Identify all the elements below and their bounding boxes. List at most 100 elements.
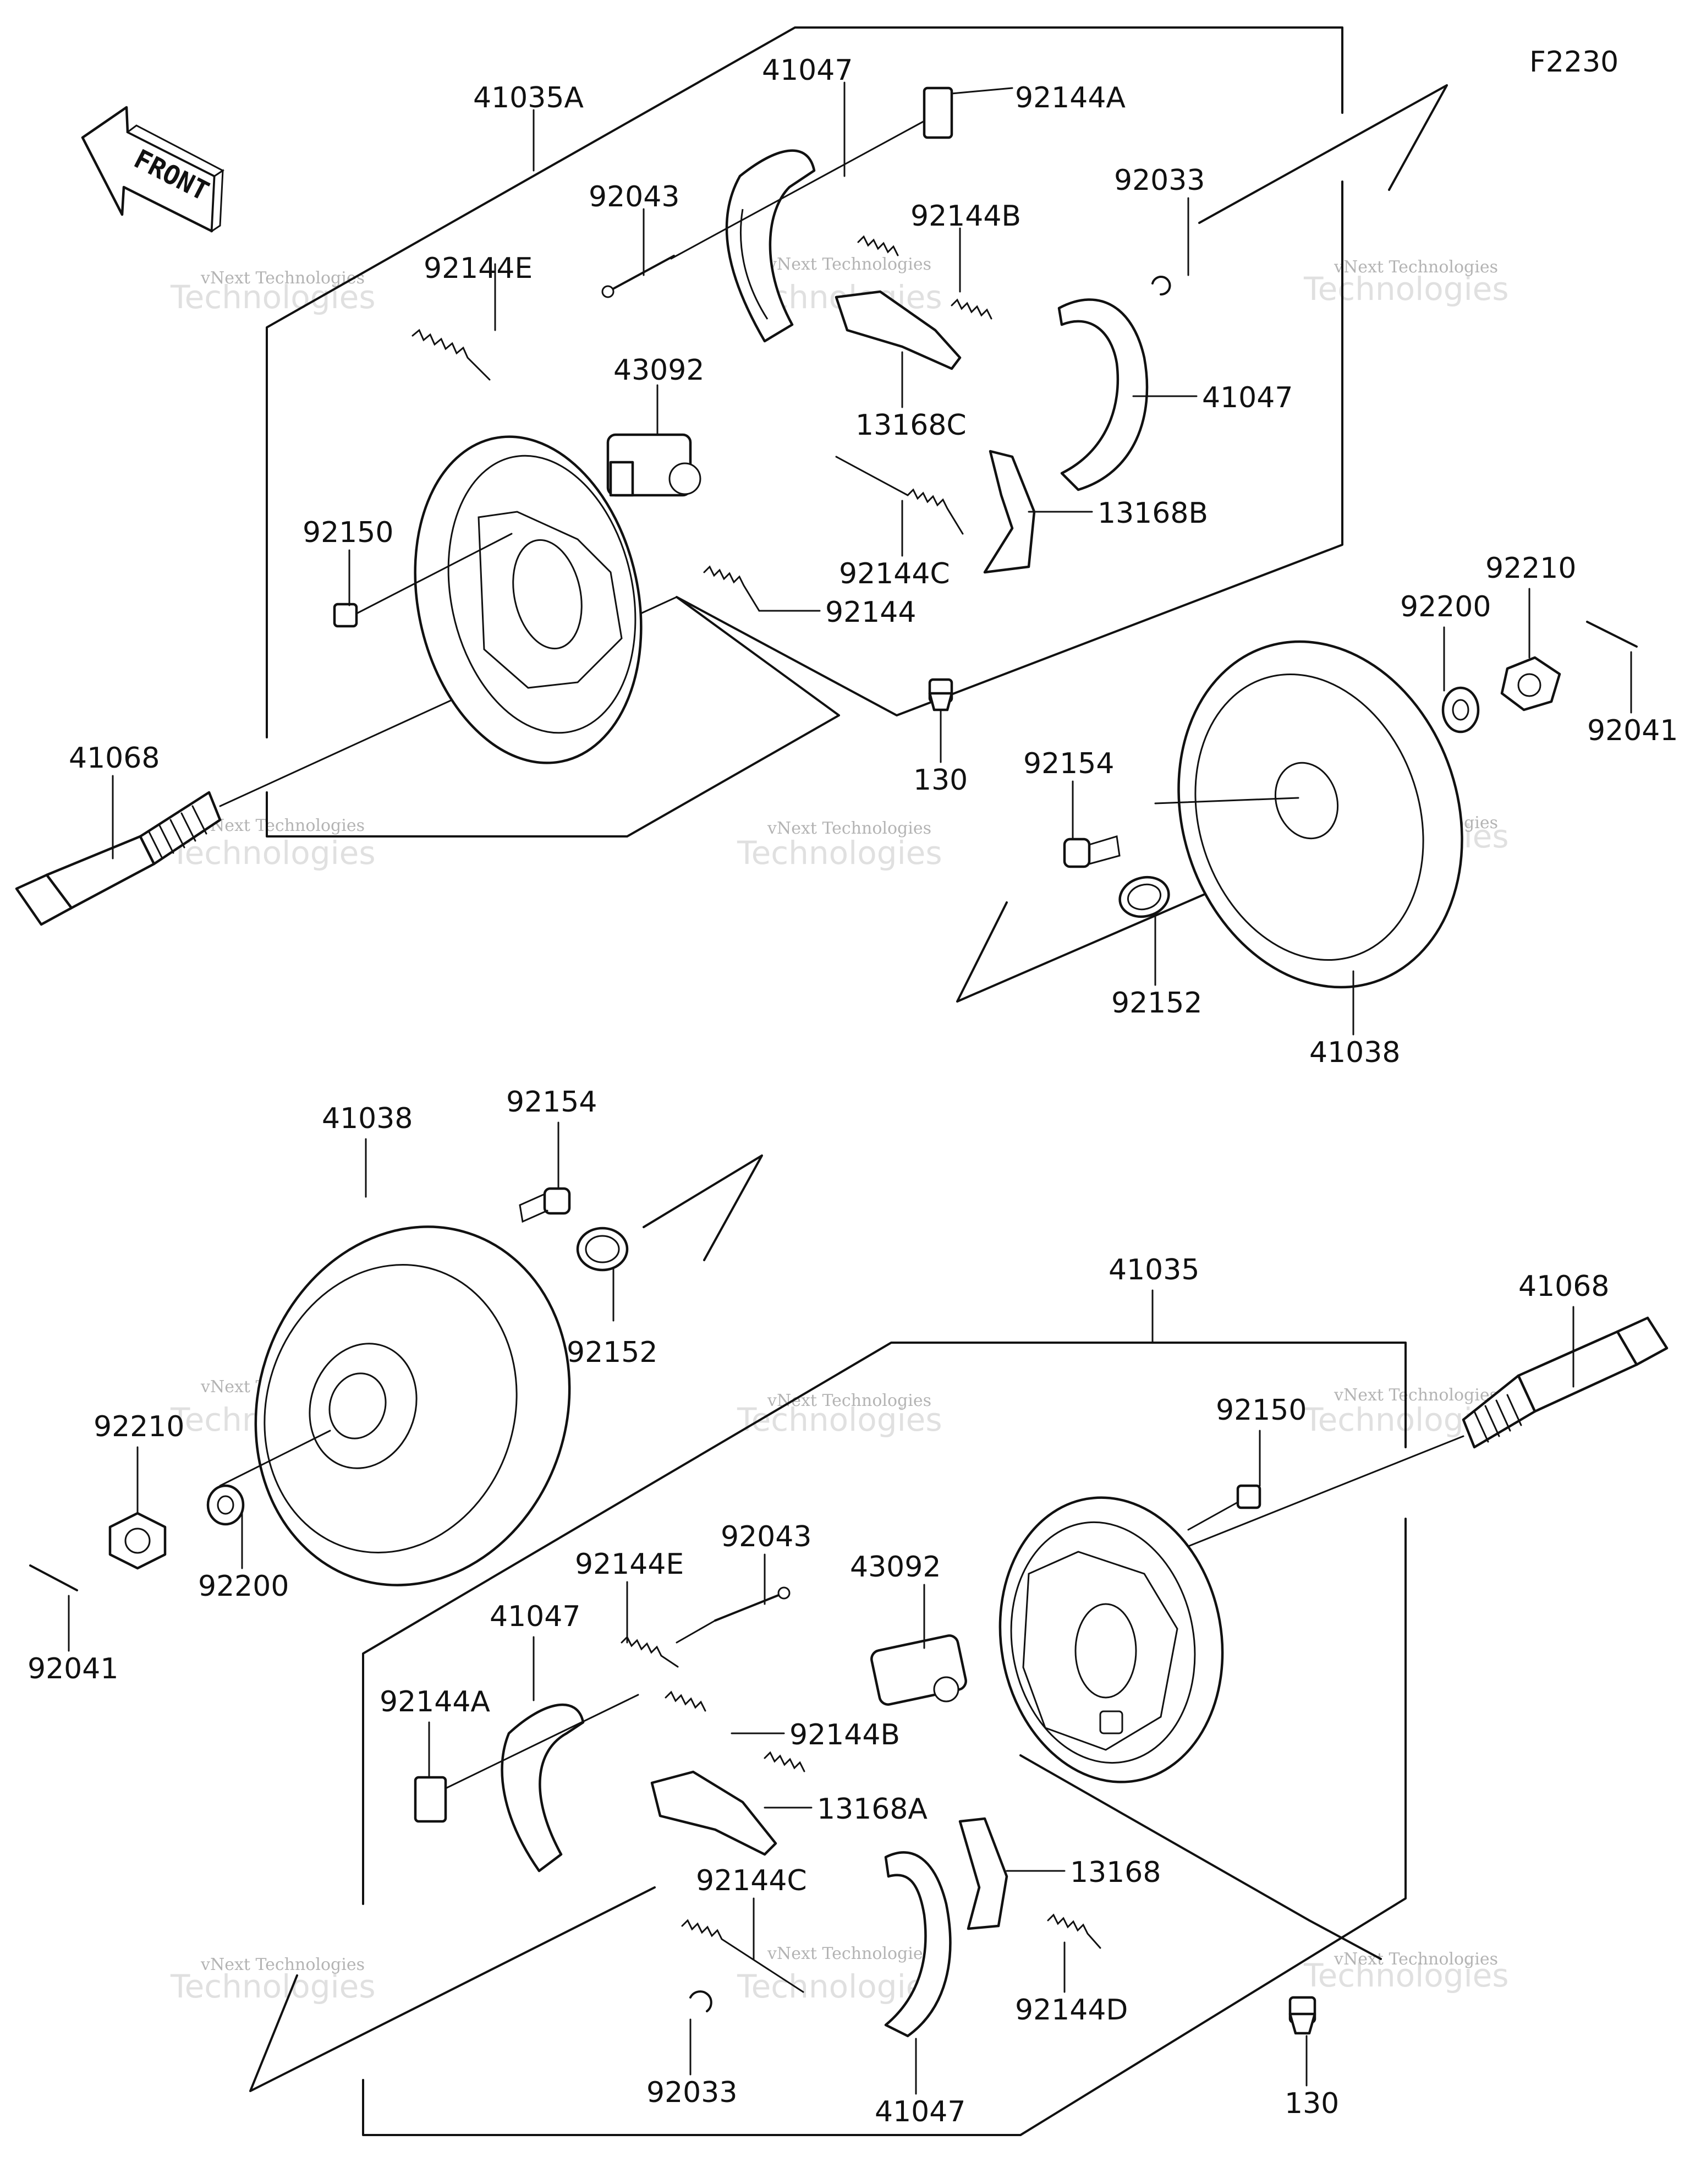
label-92144B: 92144B: [789, 1718, 900, 1751]
label-13168A: 13168A: [817, 1793, 928, 1826]
label-41047: 41047: [762, 54, 853, 87]
watermark-text: vNext Technologies: [767, 819, 931, 838]
label-41047: 41047: [490, 1600, 580, 1633]
figure-code: F2230: [1529, 46, 1618, 79]
label-92150: 92150: [1216, 1394, 1307, 1427]
label-41035: 41035: [1109, 1254, 1199, 1287]
label-41047: 41047: [875, 2095, 965, 2128]
clip-92144A-bottom: [414, 1694, 639, 1823]
label-92144C: 92144C: [839, 557, 950, 590]
label-92200: 92200: [198, 1570, 289, 1603]
spring-92144B-bottom: [665, 1690, 805, 1772]
lever-13168C: [835, 290, 962, 370]
label-41035A: 41035A: [473, 81, 584, 114]
label-92210: 92210: [94, 1410, 184, 1443]
top-group-outline: [266, 26, 1343, 738]
watermark-text: vNext Technologies: [200, 269, 365, 288]
watermark-tech: Technologies: [1303, 270, 1509, 308]
label-92144D: 92144D: [1015, 1994, 1128, 2027]
watermark-tech: Technologies: [170, 834, 376, 872]
bottom-group-outline-lower: [362, 1518, 1407, 2136]
backing-plate-bottom: [998, 1496, 1224, 1783]
seal-92152-bottom: [576, 1227, 629, 1272]
label-92043: 92043: [589, 180, 679, 214]
label-130: 130: [1285, 2087, 1339, 2120]
bottom-group-outline: [362, 1342, 1407, 1905]
watermark-text: vNext Technologies: [200, 1955, 365, 1974]
label-13168B: 13168B: [1098, 497, 1208, 530]
label-92041: 92041: [1587, 714, 1678, 747]
cotter-pin-92041-top: [1586, 621, 1638, 648]
label-130: 130: [913, 764, 968, 797]
label-92152: 92152: [1111, 987, 1202, 1020]
wheel-cylinder-43092-bottom: [870, 1634, 967, 1706]
label-92144C: 92144C: [696, 1864, 807, 1897]
brake-shoe-41047-bottom-a: [501, 1703, 585, 1873]
bolt-92150-bottom: [1187, 1484, 1261, 1531]
stud-92154-top: [1063, 835, 1121, 868]
watermark-tech: Technologies: [170, 1968, 376, 2005]
brake-shoe-41047-upper: [725, 149, 816, 343]
label-41068: 41068: [1518, 1270, 1609, 1303]
nut-92210-top: [1500, 656, 1561, 711]
bolt-92150: [333, 533, 513, 628]
label-92144B: 92144B: [910, 200, 1021, 233]
watermark-tech: Technologies: [1303, 1957, 1509, 1994]
label-13168C: 13168C: [855, 409, 967, 442]
label-41038: 41038: [1309, 1036, 1400, 1069]
front-arrow-icon: FRONT: [81, 106, 224, 233]
label-92152: 92152: [567, 1336, 657, 1369]
axle-41068-bottom: [1187, 1316, 1669, 1547]
label-92041: 92041: [28, 1652, 118, 1685]
brake-shoe-41047-right: [1057, 298, 1149, 491]
label-92144A: 92144A: [1015, 81, 1126, 114]
top-group-zigzag: [1198, 84, 1448, 224]
spring-92144C: [835, 456, 964, 535]
brake-shoe-41047-bottom-b: [884, 1851, 952, 2038]
bottom-leaders: [68, 1121, 1574, 2095]
bottom-left-zigzag: [249, 1886, 656, 2092]
label-92033: 92033: [646, 2076, 737, 2109]
bottom-drum-zigzag: [643, 1154, 763, 1261]
spring-92144D: [1047, 1913, 1101, 1949]
label-41038: 41038: [322, 1102, 413, 1135]
spring-92144E-bottom: [621, 1635, 679, 1668]
pin-92043: [601, 255, 675, 298]
brake-drum-41038-top: [1154, 640, 1463, 989]
watermark-text: vNext Technologies: [767, 255, 931, 274]
bolt-130-top: [928, 678, 953, 711]
washer-92200-bottom: [206, 1484, 245, 1526]
watermark-text: vNext Technologies: [767, 1944, 931, 1963]
retainer-92033: [1151, 276, 1171, 296]
label-92144A: 92144A: [380, 1685, 490, 1718]
bottom-plate-leader: [1019, 1754, 1382, 1960]
brake-drum-41038-bottom: [219, 1225, 571, 1586]
seal-92152-top: [1118, 875, 1170, 918]
stud-92154-bottom: [519, 1187, 571, 1223]
label-92144E: 92144E: [575, 1548, 684, 1581]
nut-92210-bottom: [108, 1512, 167, 1570]
label-92144E: 92144E: [424, 252, 533, 285]
backing-plate-top: [414, 435, 643, 764]
spring-92144: [703, 565, 760, 612]
washer-92200-top: [1441, 686, 1480, 734]
label-13168: 13168: [1070, 1856, 1161, 1889]
watermark-tech: Technologies: [737, 1401, 942, 1438]
spring-92144E: [411, 329, 491, 381]
plate-13168B: [983, 450, 1036, 574]
label-41068: 41068: [69, 742, 160, 775]
watermark-text: vNext Technologies: [1334, 258, 1498, 277]
top-assembly: 41035A 41047 92144A 92043 92144B 92033 9…: [15, 26, 1678, 1069]
watermark-text: vNext Technologies: [1334, 1950, 1498, 1969]
lever-13168A: [650, 1770, 777, 1856]
retainer-92033-bottom: [689, 1990, 712, 2012]
label-92154: 92154: [1023, 747, 1114, 780]
label-92043: 92043: [721, 1520, 811, 1553]
label-92033: 92033: [1114, 164, 1205, 197]
cotter-pin-92041-bottom: [29, 1564, 78, 1591]
bolt-130-bottom: [1288, 1996, 1316, 2035]
label-92154: 92154: [506, 1086, 597, 1119]
label-43092: 43092: [850, 1551, 941, 1584]
spring-92144B: [857, 235, 992, 320]
